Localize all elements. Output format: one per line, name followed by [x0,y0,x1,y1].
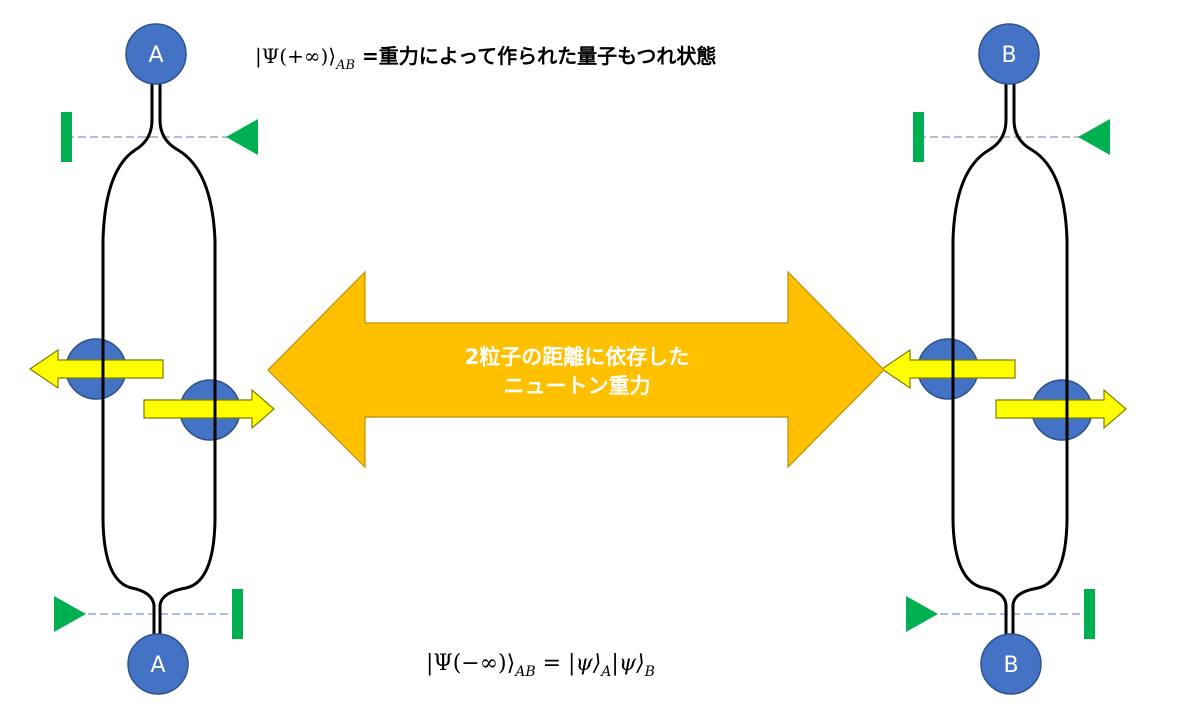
top-equation-subscript: AB [335,58,355,73]
bottom-equation-ket: |Ψ(−∞)⟩ [426,651,515,676]
left-path-inner [158,80,217,650]
emitter-triangle-right-top [1078,119,1110,155]
left-interferometer: A A [28,23,275,695]
node-left-top [125,23,187,85]
push-arrow-left-2 [143,388,275,430]
node-right-bottom-label: B [1003,653,1018,678]
left-path-outer [101,80,156,650]
detector-bar-right-top [913,112,924,162]
node-right-top-label: B [1001,43,1016,68]
push-arrow-left-1 [28,348,164,390]
bottom-equation-sub-b: B [644,664,655,680]
top-equation-ket: |Ψ(+∞)⟩ [255,44,336,69]
emitter-triangle-left-bottom [54,596,86,632]
gravity-double-arrow [267,270,885,469]
bottom-equation-psi-a: |ψ⟩ [568,651,601,676]
emitter-triangle-right-bottom [906,596,938,632]
gravity-label-line1: 2粒子の距離に依存した [465,345,690,369]
top-equation-text: =重力によって作られた量子もつれ状態 [355,44,716,68]
bottom-equation: |Ψ(−∞)⟩AB = |ψ⟩A|ψ⟩B [426,651,655,680]
node-left-bottom [127,633,189,695]
detector-bar-left-bottom [232,589,243,639]
bottom-equation-equals: = [536,651,568,676]
detector-bar-right-bottom [1084,589,1095,639]
node-left-top-label: A [148,43,163,68]
right-path-inner [1011,80,1069,650]
push-arrow-right-2 [995,388,1127,430]
top-equation: |Ψ(+∞)⟩AB =重力によって作られた量子もつれ状態 [255,44,716,73]
node-left-bottom-label: A [150,653,165,678]
node-right-top [978,23,1040,85]
right-path-outer [951,80,1008,650]
node-right-bottom [980,633,1042,695]
right-interferometer: B B [880,23,1127,695]
push-arrow-right-1 [880,348,1016,390]
bottom-equation-psi-b: |ψ⟩ [611,651,644,676]
emitter-triangle-left-top [226,119,258,155]
detector-bar-left-top [61,112,72,162]
bottom-equation-sub-ab: AB [513,664,535,680]
bottom-equation-sub-a: A [599,664,611,680]
gravity-label-line2: ニュートン重力 [504,374,651,398]
